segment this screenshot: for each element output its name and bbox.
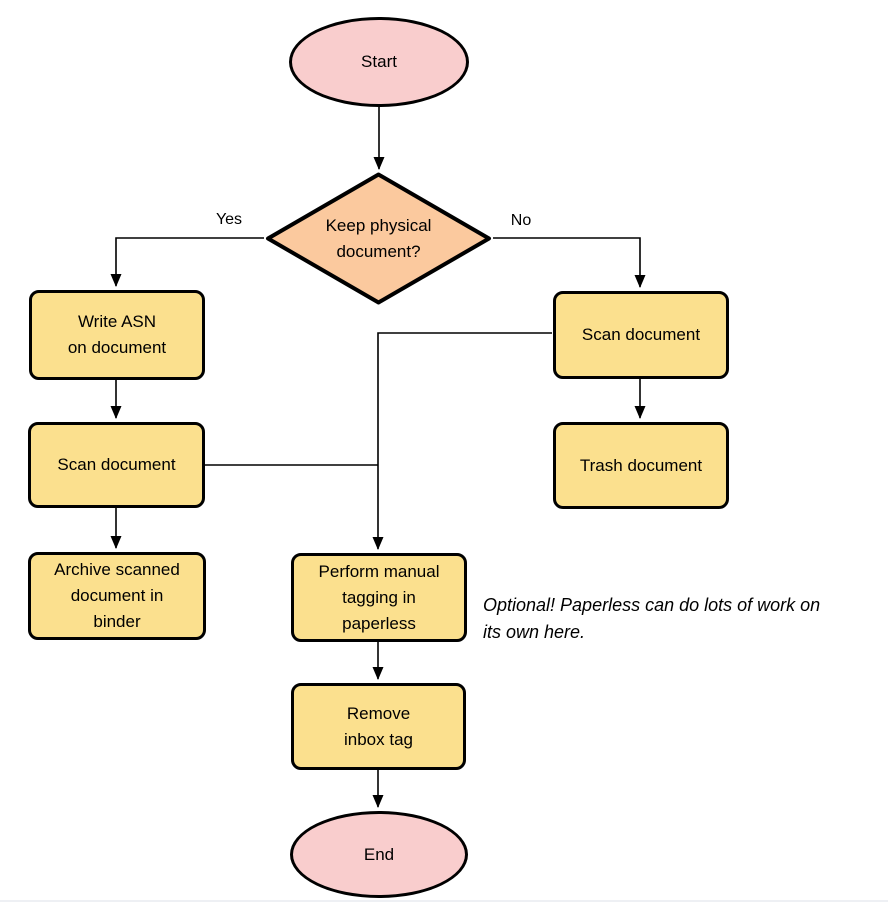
node-scan-document-left-label: Scan document xyxy=(57,455,176,474)
node-perform-tagging-label: Perform manual tagging in paperless xyxy=(318,561,440,633)
edge-label-no: No xyxy=(510,212,532,229)
node-perform-tagging: Perform manual tagging in paperless xyxy=(291,553,467,642)
node-scan-document-left: Scan document xyxy=(28,422,205,508)
node-write-asn: Write ASN on document xyxy=(29,290,205,380)
decision-diamond-shape xyxy=(266,172,491,305)
edge-decision-no-to-scan xyxy=(493,237,646,288)
node-trash-document: Trash document xyxy=(553,422,729,509)
node-scan-document-right: Scan document xyxy=(553,291,729,379)
node-remove-inbox-tag: Remove inbox tag xyxy=(291,683,466,770)
edge-label-yes: Yes xyxy=(215,211,243,228)
node-scan-document-right-label: Scan document xyxy=(581,325,701,344)
node-decision-label: Keep physical document? xyxy=(325,215,432,261)
node-end-label: End xyxy=(363,844,395,864)
edge-scan-right-to-perform xyxy=(372,332,552,550)
node-archive-document: Archive scanned document in binder xyxy=(28,552,206,640)
node-write-asn-label: Write ASN on document xyxy=(67,312,167,357)
node-end: End xyxy=(290,811,468,898)
node-archive-document-label: Archive scanned document in binder xyxy=(54,560,180,631)
node-decision: Keep physical document? xyxy=(265,172,492,305)
node-start: Start xyxy=(289,17,469,107)
optional-note: Optional! Paperless can do lots of work … xyxy=(483,595,821,642)
node-trash-document-label: Trash document xyxy=(579,455,703,475)
edge-decision-yes-to-write-asn xyxy=(110,237,264,287)
node-remove-inbox-tag-label: Remove inbox tag xyxy=(344,703,413,749)
bottom-divider xyxy=(0,900,888,902)
node-start-label: Start xyxy=(361,52,397,71)
